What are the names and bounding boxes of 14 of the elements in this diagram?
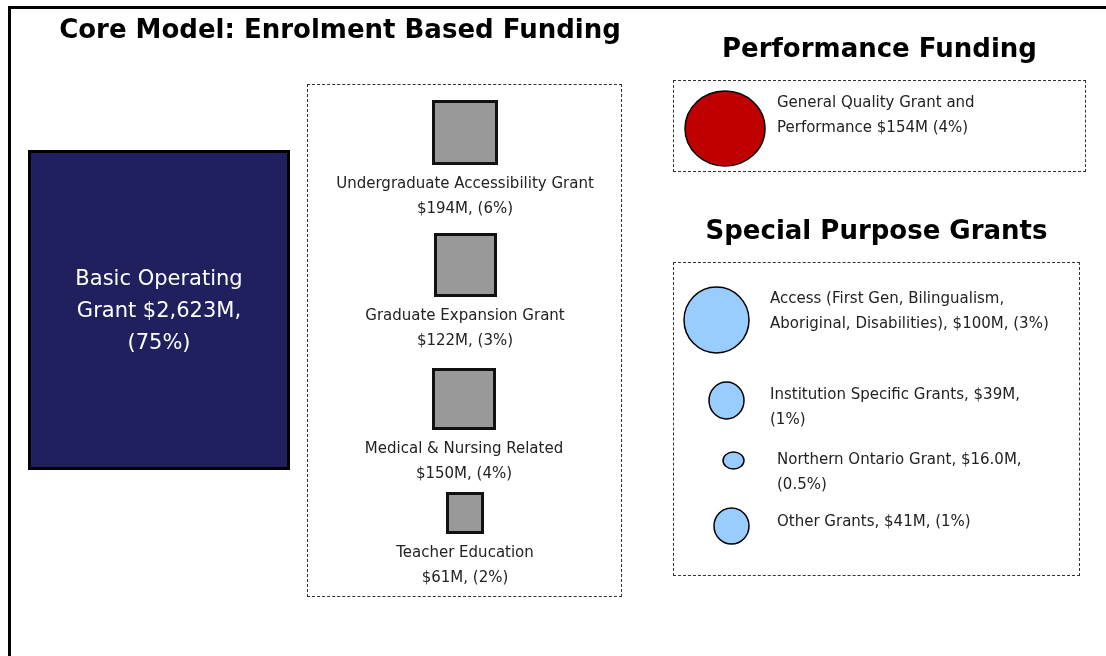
grant-label: General Quality Grant and Performance $154M (4%)	[777, 92, 976, 138]
section-heading: Performance Funding	[721, 33, 1038, 63]
section-heading: Special Purpose Grants	[704, 215, 1049, 245]
grant-label: Medical & Nursing Related $150M, (4%)	[363, 438, 565, 484]
grant-label: Basic Operating Grant $2,623M, (75%)	[74, 265, 244, 356]
grant-label: Other Grants, $41M, (1%)	[777, 511, 972, 532]
grant-label: Teacher Education $61M, (2%)	[395, 542, 535, 588]
grant-label: Access (First Gen, Bilingualism, Aboriginal, Disabilities), $100M, (3%)	[770, 288, 1050, 334]
grant-label: Institution Specific Grants, $39M, (1%)	[770, 384, 1020, 430]
title: Core Model: Enrolment Based Funding	[58, 14, 622, 44]
grant-label: Northern Ontario Grant, $16.0M, (0.5%)	[777, 449, 1023, 495]
grant-label: Undergraduate Accessibility Grant $194M, (6%)	[335, 173, 595, 219]
grant-box	[28, 150, 290, 470]
grant-label: Graduate Expansion Grant $122M, (3%)	[364, 305, 566, 351]
